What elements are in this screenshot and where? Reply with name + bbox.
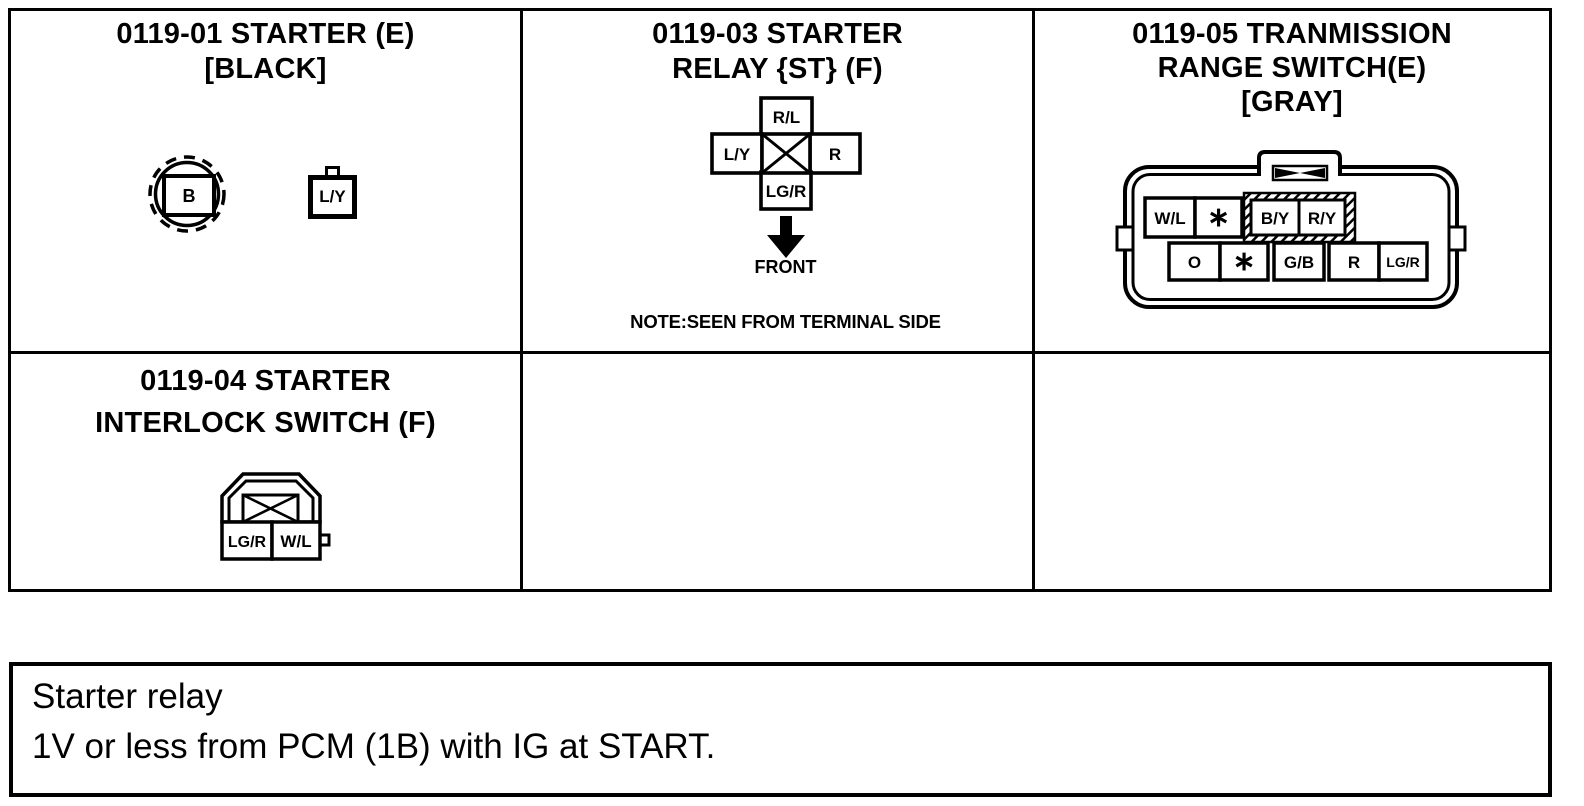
interlock-terminal-lgr: LG/R xyxy=(228,534,267,551)
empty-cell xyxy=(523,354,1035,589)
rs-terminal-o: O xyxy=(1188,253,1201,272)
rs-terminal-ast2: ∗ xyxy=(1233,246,1256,276)
connector-table: 0119-01 STARTER (E) [BLACK] B L/Y 0119-0… xyxy=(8,8,1552,592)
note-spec: 1V or less from PCM (1B) with IG at STAR… xyxy=(32,727,716,766)
rs-terminal-r: R xyxy=(1348,253,1360,272)
cell-trans-range-switch: 0119-05 TRANMISSION RANGE SWITCH(E) [GRA… xyxy=(1035,11,1549,354)
cell-starter-relay: 0119-03 STARTER RELAY {ST} (F) R/L L/Y R… xyxy=(523,11,1035,354)
title-line: RELAY {ST} (F) xyxy=(672,53,883,85)
panel-title-starter: 0119-01 STARTER (E) [BLACK] xyxy=(11,17,520,87)
rs-terminal-wl: W/L xyxy=(1154,209,1185,228)
rs-terminal-lgr: LG/R xyxy=(1386,254,1419,270)
relay-cross-connector-diagram: R/L L/Y R LG/R xyxy=(710,96,862,211)
connector-tab xyxy=(325,166,340,175)
rs-terminal-ry: R/Y xyxy=(1308,209,1337,228)
range-switch-connector-diagram: W/L ∗ B/Y R/Y O ∗ G/B R LG/R xyxy=(1115,150,1467,309)
terminal-ly-connector-diagram: L/Y xyxy=(308,166,357,219)
rs-terminal-gb: G/B xyxy=(1284,253,1314,272)
empty-cell xyxy=(1035,354,1549,589)
terminal-b-connector-diagram: B xyxy=(148,155,226,233)
title-line: [BLACK] xyxy=(204,53,327,85)
relay-terminal-bottom: LG/R xyxy=(766,182,807,201)
front-direction-arrow-icon xyxy=(767,216,805,258)
cell-starter: 0119-01 STARTER (E) [BLACK] B L/Y xyxy=(11,11,523,354)
title-line: 0119-05 TRANMISSION xyxy=(1132,18,1452,50)
relay-terminal-left: L/Y xyxy=(724,145,751,164)
interlock-connector-diagram: LG/R W/L xyxy=(220,472,331,561)
test-note-box: Starter relay 1V or less from PCM (1B) w… xyxy=(9,662,1552,797)
terminal-label-ly: L/Y xyxy=(308,175,357,219)
terminal-label-b: B xyxy=(183,186,196,206)
title-line: 0119-04 STARTER xyxy=(140,365,391,397)
panel-title-starter-relay: 0119-03 STARTER RELAY {ST} (F) xyxy=(523,17,1032,87)
terminal-side-note: NOTE:SEEN FROM TERMINAL SIDE xyxy=(630,311,941,332)
interlock-terminal-wl: W/L xyxy=(280,532,311,551)
title-line: [GRAY] xyxy=(1241,86,1343,118)
title-line: RANGE SWITCH(E) xyxy=(1157,52,1427,84)
panel-title-interlock: 0119-04 STARTER INTERLOCK SWITCH (F) xyxy=(11,360,520,444)
front-label: FRONT xyxy=(754,257,817,277)
relay-terminal-right: R xyxy=(829,145,841,164)
rs-terminal-by: B/Y xyxy=(1261,209,1290,228)
title-line: 0119-01 STARTER (E) xyxy=(116,18,415,50)
cell-interlock-switch: 0119-04 STARTER INTERLOCK SWITCH (F) LG/… xyxy=(11,354,523,589)
relay-terminal-top: R/L xyxy=(773,108,800,127)
title-line: INTERLOCK SWITCH (F) xyxy=(95,407,436,439)
panel-title-trans-range: 0119-05 TRANMISSION RANGE SWITCH(E) [GRA… xyxy=(1035,17,1549,119)
rs-terminal-ast1: ∗ xyxy=(1207,202,1230,232)
note-title: Starter relay xyxy=(32,677,223,716)
title-line: 0119-03 STARTER xyxy=(652,18,903,50)
